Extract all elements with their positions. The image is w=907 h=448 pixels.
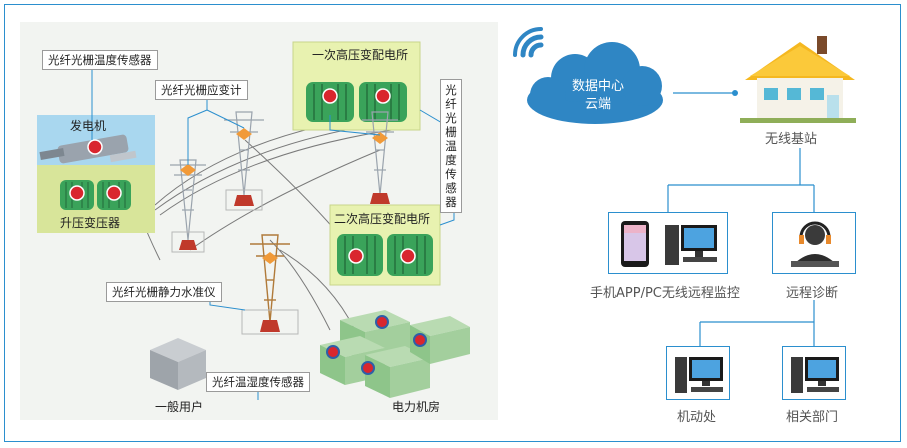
sensor-diamond (180, 164, 196, 176)
tower-icon (250, 234, 290, 323)
label-power-room: 电力机房 (392, 400, 441, 414)
diagram-frame (4, 4, 901, 442)
remote-diag-box (772, 212, 856, 274)
label-step-up-transformer: 升压变压器 (60, 216, 121, 230)
label-temp-sensor-vertical: 光纤光栅温度传感器 (440, 79, 462, 213)
house-icon (740, 36, 856, 123)
label-temp-sensor-top: 光纤光栅温度传感器 (42, 50, 158, 70)
label-secondary-substation: 二次高压变配电所 (334, 212, 431, 226)
label-dept1: 机动处 (677, 410, 717, 425)
user-building-icon (150, 338, 206, 390)
label-remote-diag: 远程诊断 (786, 286, 839, 301)
computer-icon (665, 225, 717, 265)
sensor-dot (106, 185, 122, 201)
label-dept2: 相关部门 (786, 410, 839, 425)
generator-ground-bg (37, 165, 155, 233)
mobile-pc-box (608, 212, 728, 274)
sensor-dot (326, 345, 340, 359)
label-level-gauge: 光纤光栅静力水准仪 (106, 282, 222, 302)
tower-icon (224, 111, 264, 196)
label-temp-humidity-sensor: 光纤温湿度传感器 (206, 372, 310, 392)
label-general-user: 一般用户 (155, 400, 204, 414)
sensor-dot (413, 333, 427, 347)
sensor-dot (87, 139, 103, 155)
sensor-dot (361, 361, 375, 375)
power-room-icon (320, 310, 470, 398)
cloud-line1: 数据中心 (571, 79, 624, 94)
label-mobile-pc: 手机APP/PC无线远程监控 (590, 286, 740, 301)
wifi-icon (513, 27, 544, 58)
cloud-label: 数据中心 云端 (558, 78, 638, 114)
label-primary-substation: 一次高压变配电所 (312, 48, 409, 62)
headset-operator-icon (791, 221, 839, 267)
sensor-dot (69, 185, 85, 201)
computer-icon (791, 357, 839, 393)
sensor-dot (400, 248, 416, 264)
phone-icon (621, 221, 649, 267)
sensor-dot (322, 88, 338, 104)
cloud-icon (527, 42, 663, 124)
network-lines (667, 148, 815, 346)
sensor-dot (348, 248, 364, 264)
dept1-box (666, 346, 730, 400)
computer-icon (675, 357, 723, 393)
sensor-dot (375, 88, 391, 104)
sensor-dot (375, 315, 389, 329)
label-base-station: 无线基站 (765, 132, 818, 147)
sensor-diamond (236, 128, 252, 140)
dept2-box (782, 346, 846, 400)
label-generator: 发电机 (70, 119, 107, 133)
tower-icon (362, 111, 398, 196)
label-strain-meter: 光纤光栅应变计 (155, 80, 248, 100)
sensor-diamond (262, 252, 278, 264)
cloud-line2: 云端 (584, 97, 611, 112)
